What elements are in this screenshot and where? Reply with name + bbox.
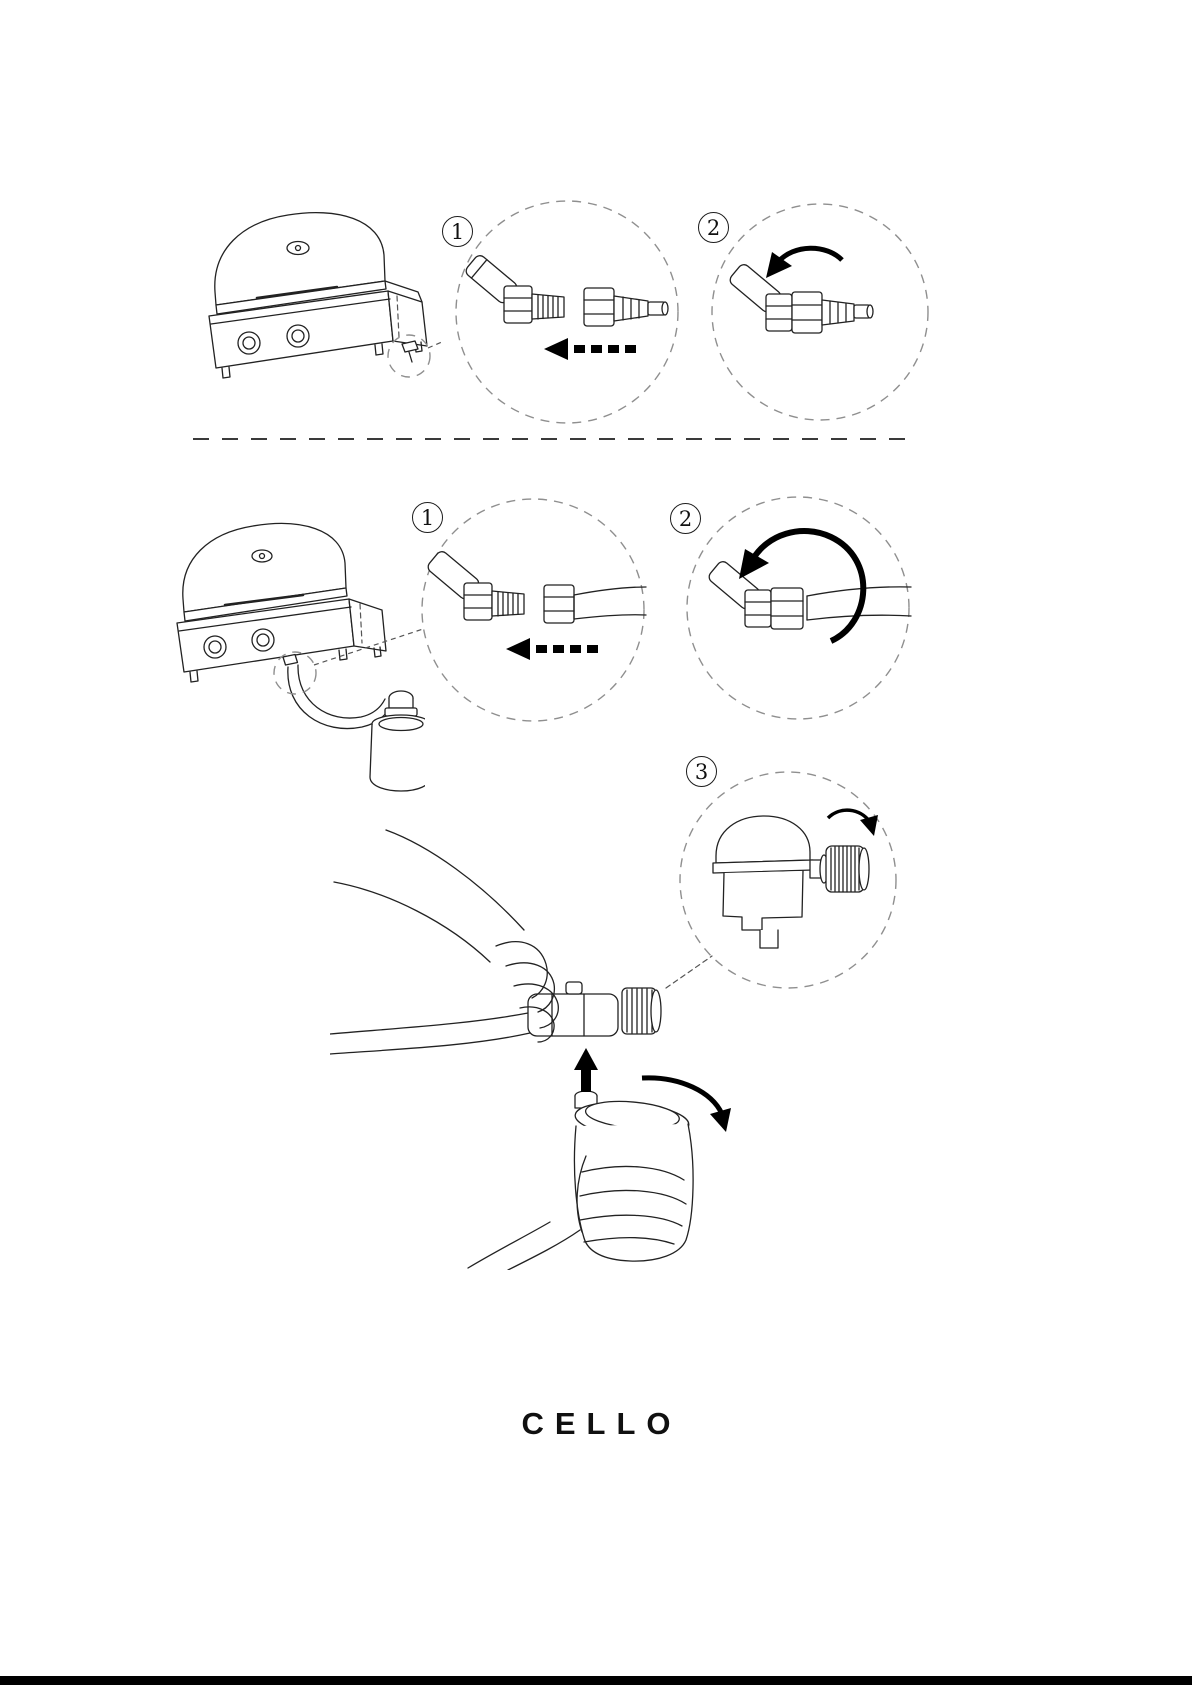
flare-nut <box>583 287 615 327</box>
leader-line-to-step3 <box>665 955 713 989</box>
step-number: 1 <box>450 219 465 244</box>
step1-detail-cartridge <box>418 495 648 725</box>
hands-attaching-cartridge-illustration <box>329 820 760 1271</box>
hand-holding-cartridge <box>467 1155 687 1271</box>
grill-drawing <box>176 522 387 683</box>
hand-holding-regulator <box>495 941 559 1043</box>
attach-up-arrow <box>574 1048 598 1092</box>
regulator-drawing <box>712 815 870 949</box>
gas-cartridge <box>369 690 432 792</box>
section-divider <box>193 438 905 440</box>
knob-rotate-arrow <box>826 808 878 836</box>
detail-circle <box>455 200 679 424</box>
cartridge-rotate-arrow <box>641 1075 731 1132</box>
footer-bar <box>0 1676 1192 1685</box>
leader-line <box>313 628 424 666</box>
step2-detail-cartridge <box>683 493 913 723</box>
step3-detail-regulator <box>676 768 900 992</box>
rotate-arrow <box>766 245 844 278</box>
detail-circle <box>686 496 910 720</box>
step2-detail-top <box>708 200 932 424</box>
detail-circle <box>711 203 929 421</box>
gas-cartridge <box>573 1090 694 1262</box>
assembled-connector <box>708 561 912 630</box>
brand-logo: CELLO <box>521 1406 682 1441</box>
push-direction-arrow <box>544 338 636 360</box>
regulator-in-hand <box>527 981 662 1037</box>
step-number: 3 <box>694 759 709 784</box>
step-badge-top-1: 1 <box>442 216 473 247</box>
step-number: 2 <box>678 506 693 531</box>
assembled-connector <box>729 264 874 334</box>
step-badge-mid-2: 2 <box>670 503 701 534</box>
grill-illustration-top <box>185 195 445 410</box>
detail-circle <box>679 771 897 989</box>
step-badge-top-2: 2 <box>698 212 729 243</box>
step-badge-3: 3 <box>686 756 717 787</box>
gas-hose-left <box>329 1012 531 1055</box>
grill-with-cartridge-illustration <box>155 505 432 795</box>
step-number: 2 <box>706 215 721 240</box>
magnifier-circle <box>387 334 431 378</box>
grill-drawing <box>208 212 428 379</box>
connector-hex-nut <box>503 285 533 324</box>
step-number: 1 <box>420 505 435 530</box>
detail-circle <box>421 498 645 722</box>
hose-connector-parts <box>427 551 647 624</box>
step1-detail-top <box>452 197 682 427</box>
push-direction-arrow <box>506 638 598 660</box>
rotate-arrow-large <box>739 528 867 644</box>
magnifier-circle <box>273 651 317 695</box>
regulator-knob <box>825 845 865 893</box>
upper-arm <box>333 829 525 963</box>
hose-connector-parts <box>465 255 669 327</box>
leader-line <box>427 340 445 349</box>
step-badge-mid-1: 1 <box>412 502 443 533</box>
